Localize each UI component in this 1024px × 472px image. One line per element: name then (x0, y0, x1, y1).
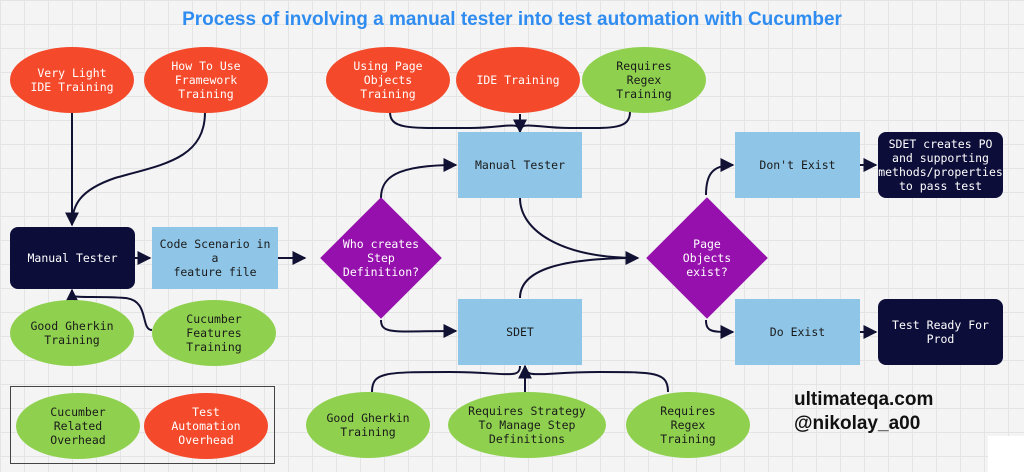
connector-who-to-manual (380, 158, 458, 199)
do-exist-node: Do Exist (735, 299, 860, 365)
connector-regex-top-to-manual (519, 111, 631, 133)
connector-po-to-dontexist (705, 158, 735, 196)
page-objects-exist-decision: Page Objects exist? (640, 196, 774, 320)
diagram-title: Process of involving a manual tester int… (182, 9, 842, 30)
who-creates-step-definition-decision: Who creates Step Definition? (305, 196, 457, 320)
test-ready-for-prod-node: Test Ready For Prod (878, 299, 1003, 365)
connector-framework-to-tester (71, 111, 206, 226)
framework-training-node: How To Use Framework Training (144, 47, 268, 113)
connector-gherkin-bottom-to-sdet (371, 365, 521, 393)
good-gherkin-training-left-node: Good Gherkin Training (10, 300, 134, 366)
regex-training-bottom-node: Requires Regex Training (626, 392, 750, 458)
corner-panel (988, 436, 1024, 472)
manual-tester-node: Manual Tester (458, 132, 582, 198)
who-creates-label: Who creates Step Definition? (342, 237, 420, 279)
good-gherkin-training-bottom-node: Good Gherkin Training (306, 392, 430, 458)
legend-cucumber-overhead: Cucumber Related Overhead (16, 393, 140, 459)
sdet-creates-po-node: SDET creates PO and supporting methods/p… (878, 132, 1003, 198)
page-objects-training-node: Using Page Objects Training (326, 47, 450, 113)
connector-po-to-doexist (705, 319, 735, 339)
regex-training-top-node: Requires Regex Training (582, 47, 706, 113)
sdet-node: SDET (458, 299, 582, 365)
legend-automation-overhead: Test Automation Overhead (144, 393, 268, 459)
dont-exist-node: Don't Exist (735, 132, 860, 198)
connector-regex-bottom-to-sdet (524, 365, 669, 393)
legend-box (10, 386, 275, 464)
connector-cucumber-to-tester (71, 295, 153, 331)
credit-website: ultimateqa.com (794, 389, 934, 410)
credit-handle: @nikolay_a00 (794, 413, 921, 434)
code-scenario-node: Code Scenario in a feature file (152, 227, 278, 289)
connector-po-training-to-manual (389, 111, 521, 133)
page-objects-exist-label: Page Objects exist? (682, 237, 732, 279)
connector-sdet-to-po (519, 257, 639, 299)
connector-who-to-sdet (380, 319, 458, 339)
manual-tester-start-node: Manual Tester (10, 227, 135, 289)
very-light-ide-training-node: Very Light IDE Training (10, 47, 134, 113)
cucumber-features-training-node: Cucumber Features Training (152, 300, 276, 366)
ide-training-node: IDE Training (456, 47, 580, 113)
connector-manual-to-po (519, 197, 640, 265)
step-definition-strategy-node: Requires Strategy To Manage Step Definit… (448, 392, 606, 458)
